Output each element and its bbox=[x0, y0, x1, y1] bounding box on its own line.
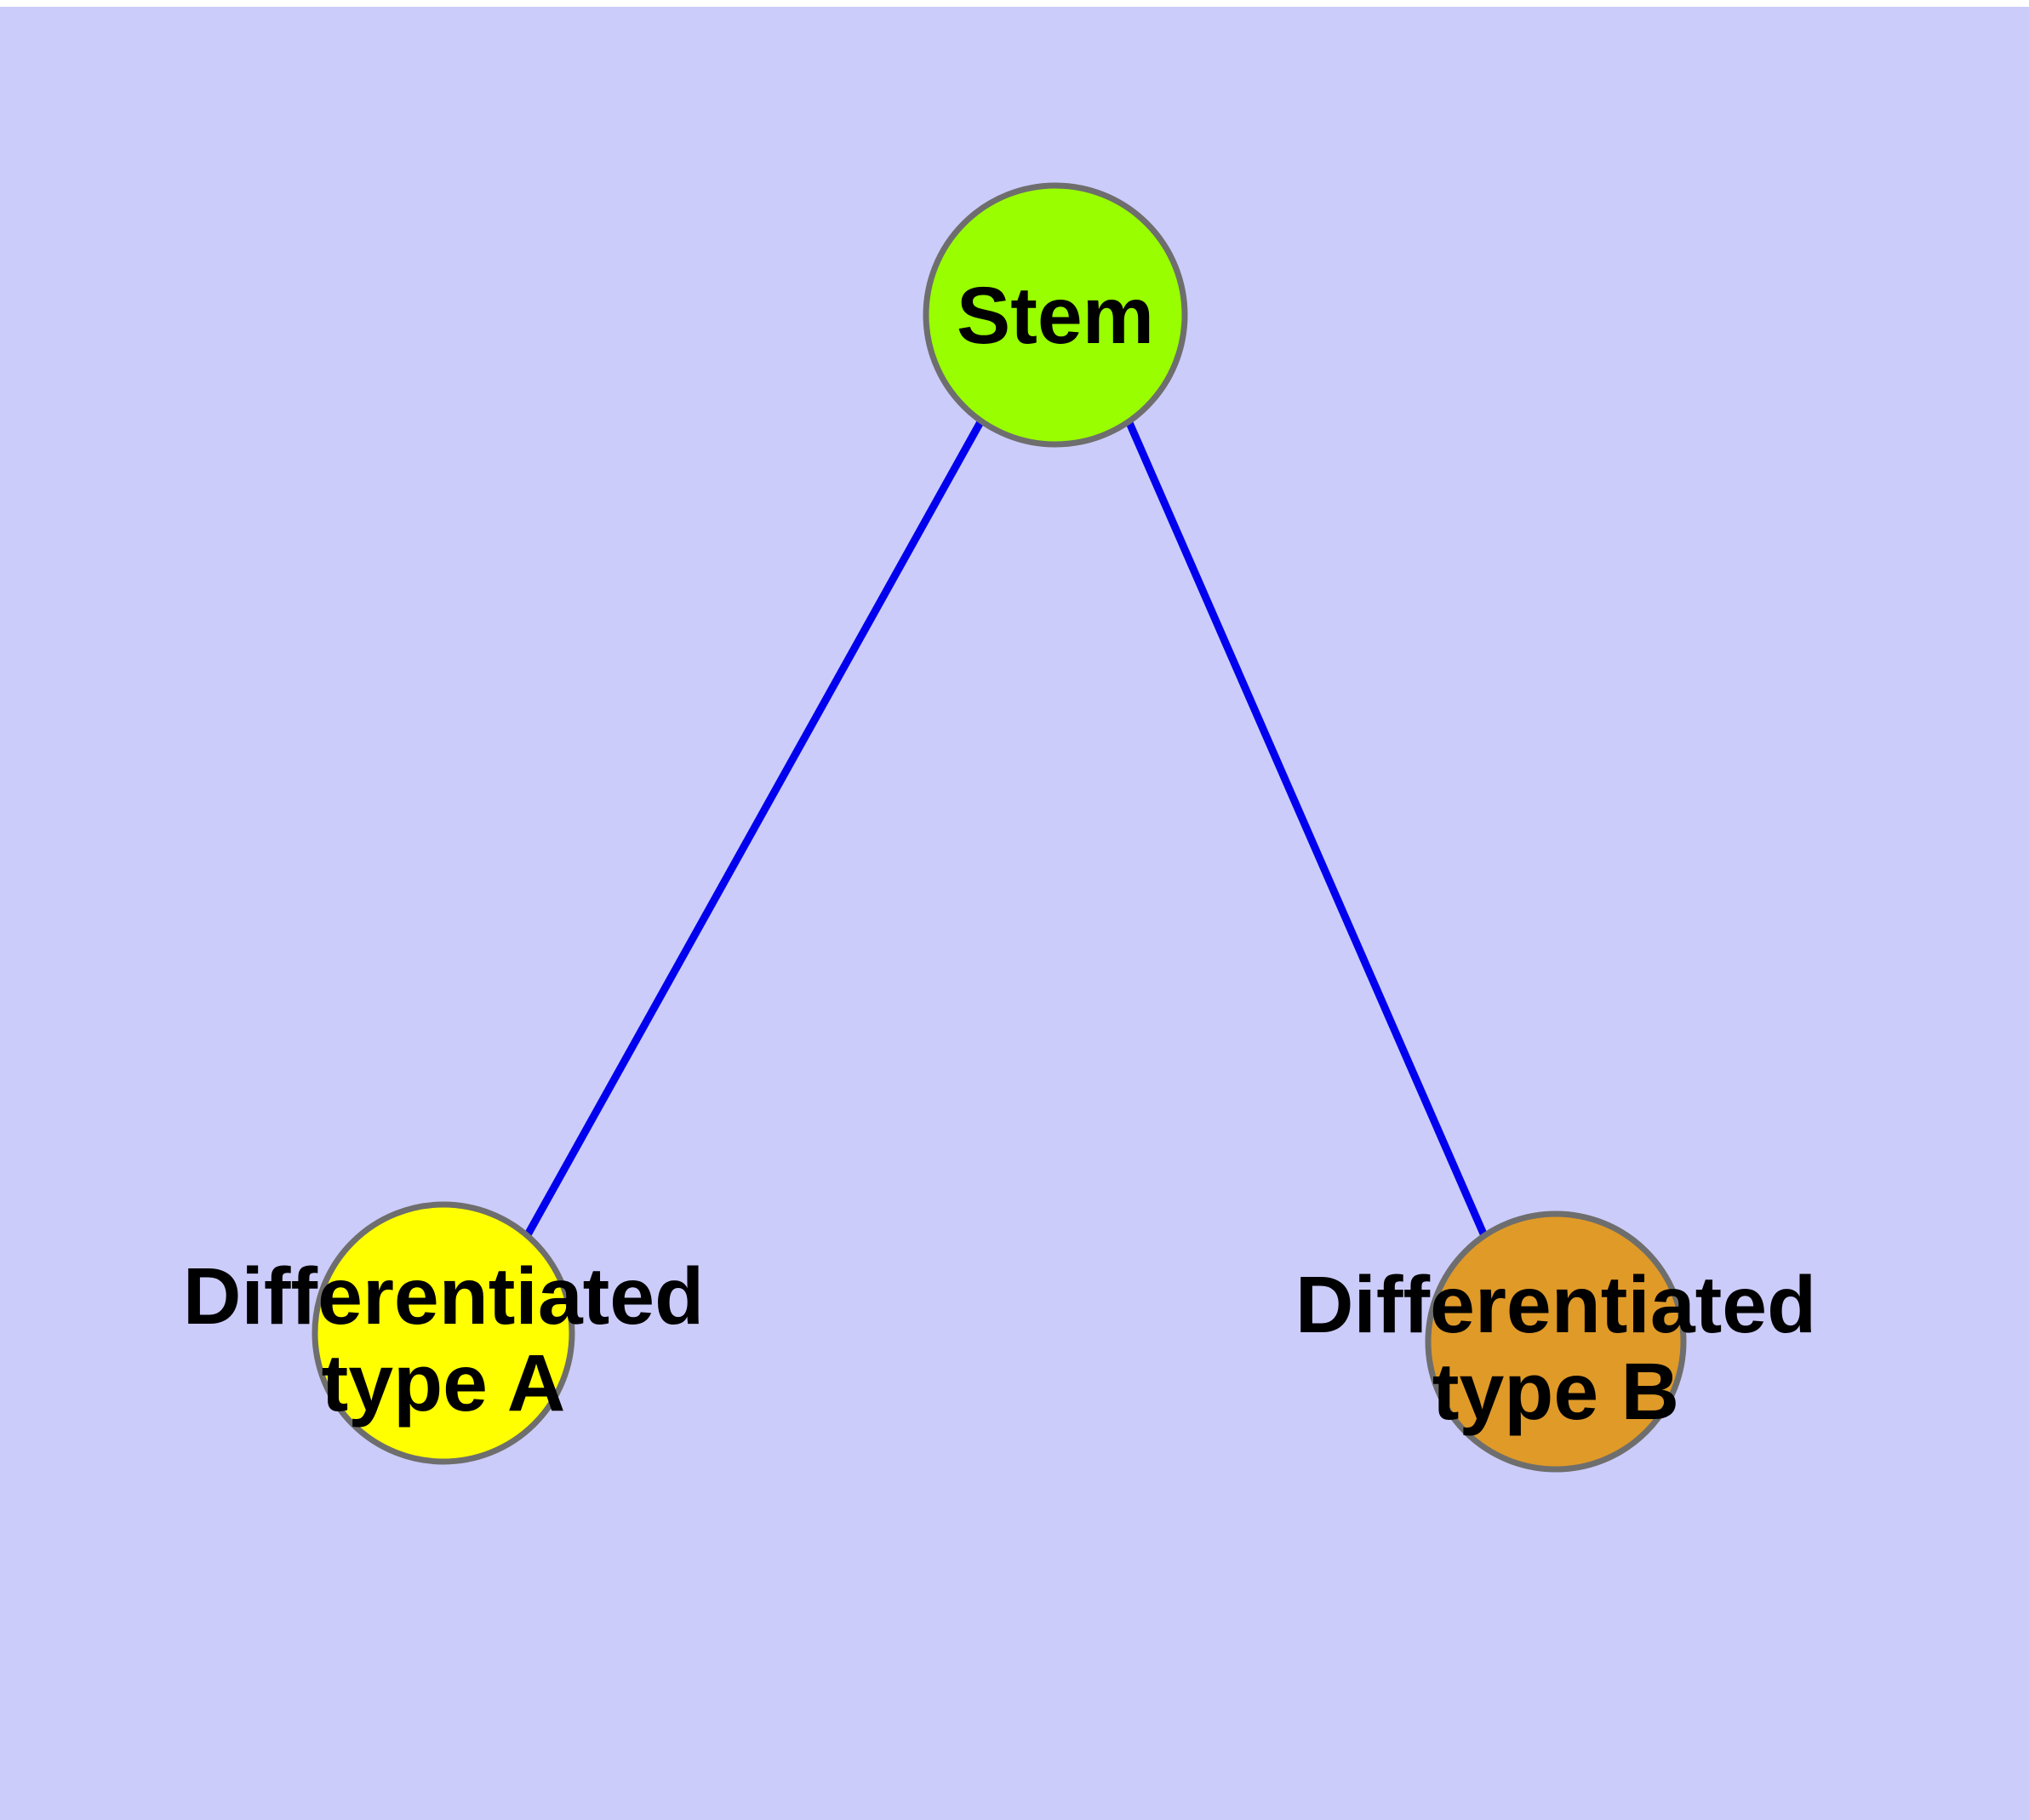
node-differentiated-type-b[interactable]: Differentiated type B bbox=[1295, 1210, 1816, 1473]
differentiated-type-b-label-line-1: Differentiated bbox=[1295, 1260, 1816, 1350]
differentiated-type-a-label-line-2: type A bbox=[322, 1338, 566, 1428]
differentiated-type-b-node-circle[interactable] bbox=[1425, 1210, 1687, 1473]
edge-stem-to-differentiated-type-b[interactable] bbox=[1123, 417, 1489, 1239]
node-stem[interactable]: Stem bbox=[923, 182, 1188, 448]
differentiated-type-a-label-line-1: Differentiated bbox=[183, 1251, 704, 1342]
differentiated-type-b-label-line-2: type B bbox=[1432, 1347, 1679, 1437]
stem-node-circle[interactable] bbox=[923, 182, 1188, 448]
node-differentiated-type-a[interactable]: Differentiated type A bbox=[183, 1201, 704, 1465]
stem-node-label: Stem bbox=[957, 271, 1154, 361]
differentiated-type-a-node-circle[interactable] bbox=[311, 1201, 575, 1465]
edge-stem-to-differentiated-type-a[interactable] bbox=[514, 418, 985, 1256]
edge-group bbox=[514, 417, 1489, 1256]
